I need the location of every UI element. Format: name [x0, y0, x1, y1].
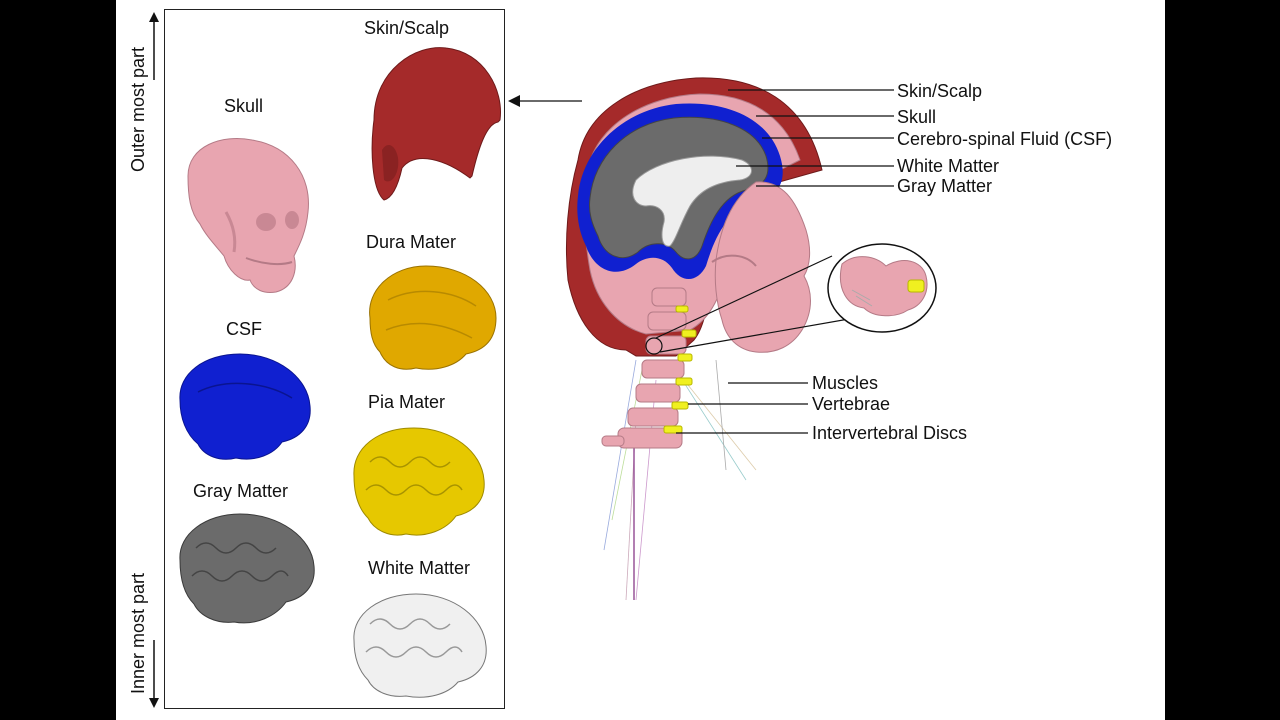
callout-vertebrae: Vertebrae: [812, 394, 891, 414]
head-white-matter-section: [632, 155, 752, 247]
outer-arrow-head: [149, 12, 159, 22]
callout-lines: [676, 89, 894, 434]
white-matter-model: [353, 593, 487, 698]
head-neck-model: [508, 77, 937, 601]
csf-model: [179, 353, 311, 460]
callout-skin-scalp: Skin/Scalp: [897, 81, 983, 101]
callout-white-matter: White Matter: [897, 156, 1000, 176]
panel-pointer-head: [508, 95, 520, 107]
gray-matter-model: [179, 513, 315, 624]
callout-skull: Skull: [897, 107, 937, 127]
orientation-axis: [149, 12, 159, 708]
vertebrae-stack: [601, 287, 687, 449]
panel-label-skull: Skull: [224, 96, 264, 116]
intervertebral-discs: [663, 305, 697, 434]
skull-model: [187, 138, 309, 293]
dura-model: [369, 265, 497, 370]
zoom-source-circle: [645, 337, 663, 355]
inner-arrow-head: [149, 698, 159, 708]
layer-panel: [164, 9, 505, 709]
callout-gray-matter: Gray Matter: [897, 176, 993, 196]
zoom-inset: [827, 243, 937, 333]
callout-intervertebral-discs: Intervertebral Discs: [812, 423, 968, 443]
pia-model: [353, 427, 485, 536]
layer-illustrations: [179, 47, 501, 698]
scalp-model: [371, 47, 501, 201]
panel-label-gray-matter: Gray Matter: [193, 481, 289, 501]
callout-csf: Cerebro-spinal Fluid (CSF): [897, 129, 1113, 149]
panel-label-csf: CSF: [226, 319, 262, 339]
panel-label-dura-mater: Dura Mater: [366, 232, 457, 252]
callout-muscles: Muscles: [812, 373, 879, 393]
panel-label-pia-mater: Pia Mater: [368, 392, 446, 412]
panel-label-white-matter: White Matter: [368, 558, 471, 578]
figure-canvas: Outer most part Inner most part: [116, 0, 1165, 720]
panel-label-skin-scalp: Skin/Scalp: [364, 18, 450, 38]
